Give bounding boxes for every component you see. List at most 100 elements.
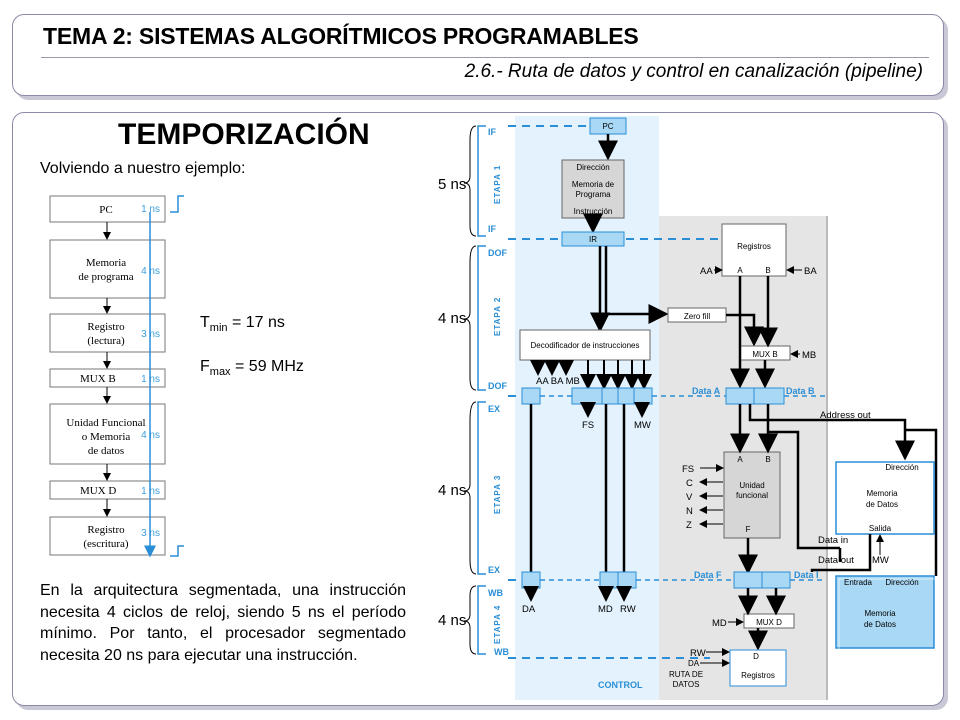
timing-ns: 1 ns (141, 204, 160, 215)
da-signal-2: DA (688, 659, 700, 668)
dm2-label: Memoria (864, 609, 896, 618)
boundary-if-top: IF (488, 127, 497, 137)
boundary-dof-top: DOF (488, 248, 508, 258)
header-panel: TEMA 2: SISTEMAS ALGORÍTMICOS PROGRAMABL… (12, 14, 944, 96)
mux-b: MUX B (752, 350, 777, 359)
control-label: CONTROL (598, 680, 643, 690)
prog-mem-instruction: Instrucción (574, 207, 613, 216)
intro-text: Volviendo a nuestro ejemplo: (40, 160, 246, 177)
stage1-time: 5 ns (438, 176, 467, 193)
boundary-wb-top: WB (488, 588, 503, 598)
boundary-dof-bottom: DOF (488, 381, 508, 391)
timing-label: Memoria (86, 257, 126, 269)
md-signal-2: MD (712, 618, 727, 629)
fu-output-f: F (746, 525, 751, 534)
reg-port-b: B (765, 266, 770, 275)
fmax-formula: Fmax = 59 MHz (200, 358, 304, 379)
timing-label: Registro (87, 321, 125, 333)
timing-diagram: PC 1 ns Memoria de programa 4 ns Registr… (49, 195, 184, 558)
dm2-address: Dirección (885, 578, 918, 587)
stage2-time: 4 ns (438, 310, 467, 327)
timing-label: de programa (78, 271, 133, 283)
data-in-label: Data in (818, 535, 848, 546)
datapath-label: RUTA DE (669, 670, 703, 679)
fu-port-a: A (737, 455, 743, 464)
prog-mem-address: Dirección (576, 163, 609, 172)
section-heading: TEMPORIZACIÓN (118, 118, 370, 151)
timing-label: Unidad Funcional (66, 417, 145, 429)
timing-block-prog-mem: Memoria de programa 4 ns (49, 239, 166, 299)
fu-input-c: C (686, 478, 693, 489)
timing-label: MUX D (80, 485, 116, 497)
pc-register: PC (602, 122, 613, 131)
dm2-input: Entrada (844, 578, 873, 587)
fu-input-fs: FS (682, 464, 694, 475)
aa-signal: AA (700, 266, 713, 277)
timing-block-pc: PC 1 ns (49, 195, 166, 223)
dm1-output: Salida (869, 524, 892, 533)
data-i-label: Data I (794, 570, 819, 580)
data-a-label: Data A (692, 386, 721, 396)
mb-signal: MB (802, 350, 816, 361)
slide-subtitle: 2.6.- Ruta de datos y control en canaliz… (464, 61, 923, 82)
timing-block-mux-b: MUX B 1 ns (49, 368, 166, 388)
stage-label-4: ETAPA 4 (493, 605, 502, 644)
slide-title: TEMA 2: SISTEMAS ALGORÍTMICOS PROGRAMABL… (43, 23, 639, 49)
explanation-paragraph: En la arquitectura segmentada, una instr… (40, 582, 406, 664)
tmin-formula: Tmin = 17 ns (200, 314, 285, 335)
timing-label: PC (99, 204, 112, 216)
fu-input-z: Z (686, 520, 692, 531)
dm1-address: Dirección (885, 463, 918, 472)
mux-d: MUX D (756, 618, 782, 627)
boundary-if-bottom: IF (488, 224, 497, 234)
reg-port-a: A (737, 266, 743, 275)
prog-mem-label: Programa (575, 190, 611, 199)
fu-label: funcional (736, 491, 768, 500)
boundary-wb-bottom: WB (494, 647, 509, 657)
stage-label-3: ETAPA 3 (493, 475, 502, 514)
stage3-time: 4 ns (438, 482, 467, 499)
da-signal: DA (522, 604, 536, 615)
datapath-label: DATOS (673, 680, 700, 689)
zero-fill: Zero fill (684, 312, 710, 321)
address-out-label: Address out (820, 410, 871, 421)
fs-signal: FS (582, 420, 594, 431)
fu-input-n: N (686, 506, 693, 517)
timing-block-reg-read: Registro (lectura) 3 ns (49, 313, 166, 353)
stage-label-2: ETAPA 2 (493, 297, 502, 336)
stage4-time: 4 ns (438, 612, 467, 629)
instruction-decoder: Decodificador de instrucciones (531, 341, 640, 350)
pipeline-datapath: IF IF DOF DOF EX EX WB WB ETAPA 1 ETAPA … (463, 116, 938, 700)
register-file-bottom: Registros (741, 671, 775, 680)
timing-label: (lectura) (87, 335, 125, 347)
rw-signal: RW (620, 604, 636, 615)
md-signal: MD (598, 604, 613, 615)
prog-mem-label: Memoria de (572, 180, 615, 189)
timing-label: de datos (88, 445, 124, 457)
register-file-label: Registros (737, 242, 771, 251)
fu-port-b: B (765, 455, 770, 464)
title-divider (41, 57, 929, 58)
dm1-label: de Datos (866, 500, 898, 509)
fu-label: Unidad (739, 481, 764, 490)
boundary-ex-top: EX (488, 404, 500, 414)
timing-label: Registro (87, 524, 125, 536)
data-f-label: Data F (694, 570, 722, 580)
dm1-label: Memoria (866, 489, 898, 498)
ir-register: IR (589, 235, 597, 244)
timing-block-fu: Unidad Funcional o Memoria de datos 4 ns (49, 403, 166, 465)
dm2-label: de Datos (864, 620, 896, 629)
mw-signal-2: MW (872, 555, 889, 566)
boundary-ex-bottom: EX (488, 565, 500, 575)
timing-block-mux-d: MUX D 1 ns (49, 480, 166, 500)
timing-label: (escritura) (83, 538, 129, 550)
timing-label: o Memoria (82, 431, 131, 443)
decoder-outputs: AA BA MB (536, 376, 580, 387)
timing-block-reg-write: Registro (escritura) 3 ns (49, 516, 166, 556)
regs-port-d: D (753, 652, 759, 661)
rw-signal-2: RW (690, 648, 706, 659)
timing-label: MUX B (80, 373, 116, 385)
ba-signal: BA (804, 266, 817, 277)
data-b-label: Data B (786, 386, 815, 396)
